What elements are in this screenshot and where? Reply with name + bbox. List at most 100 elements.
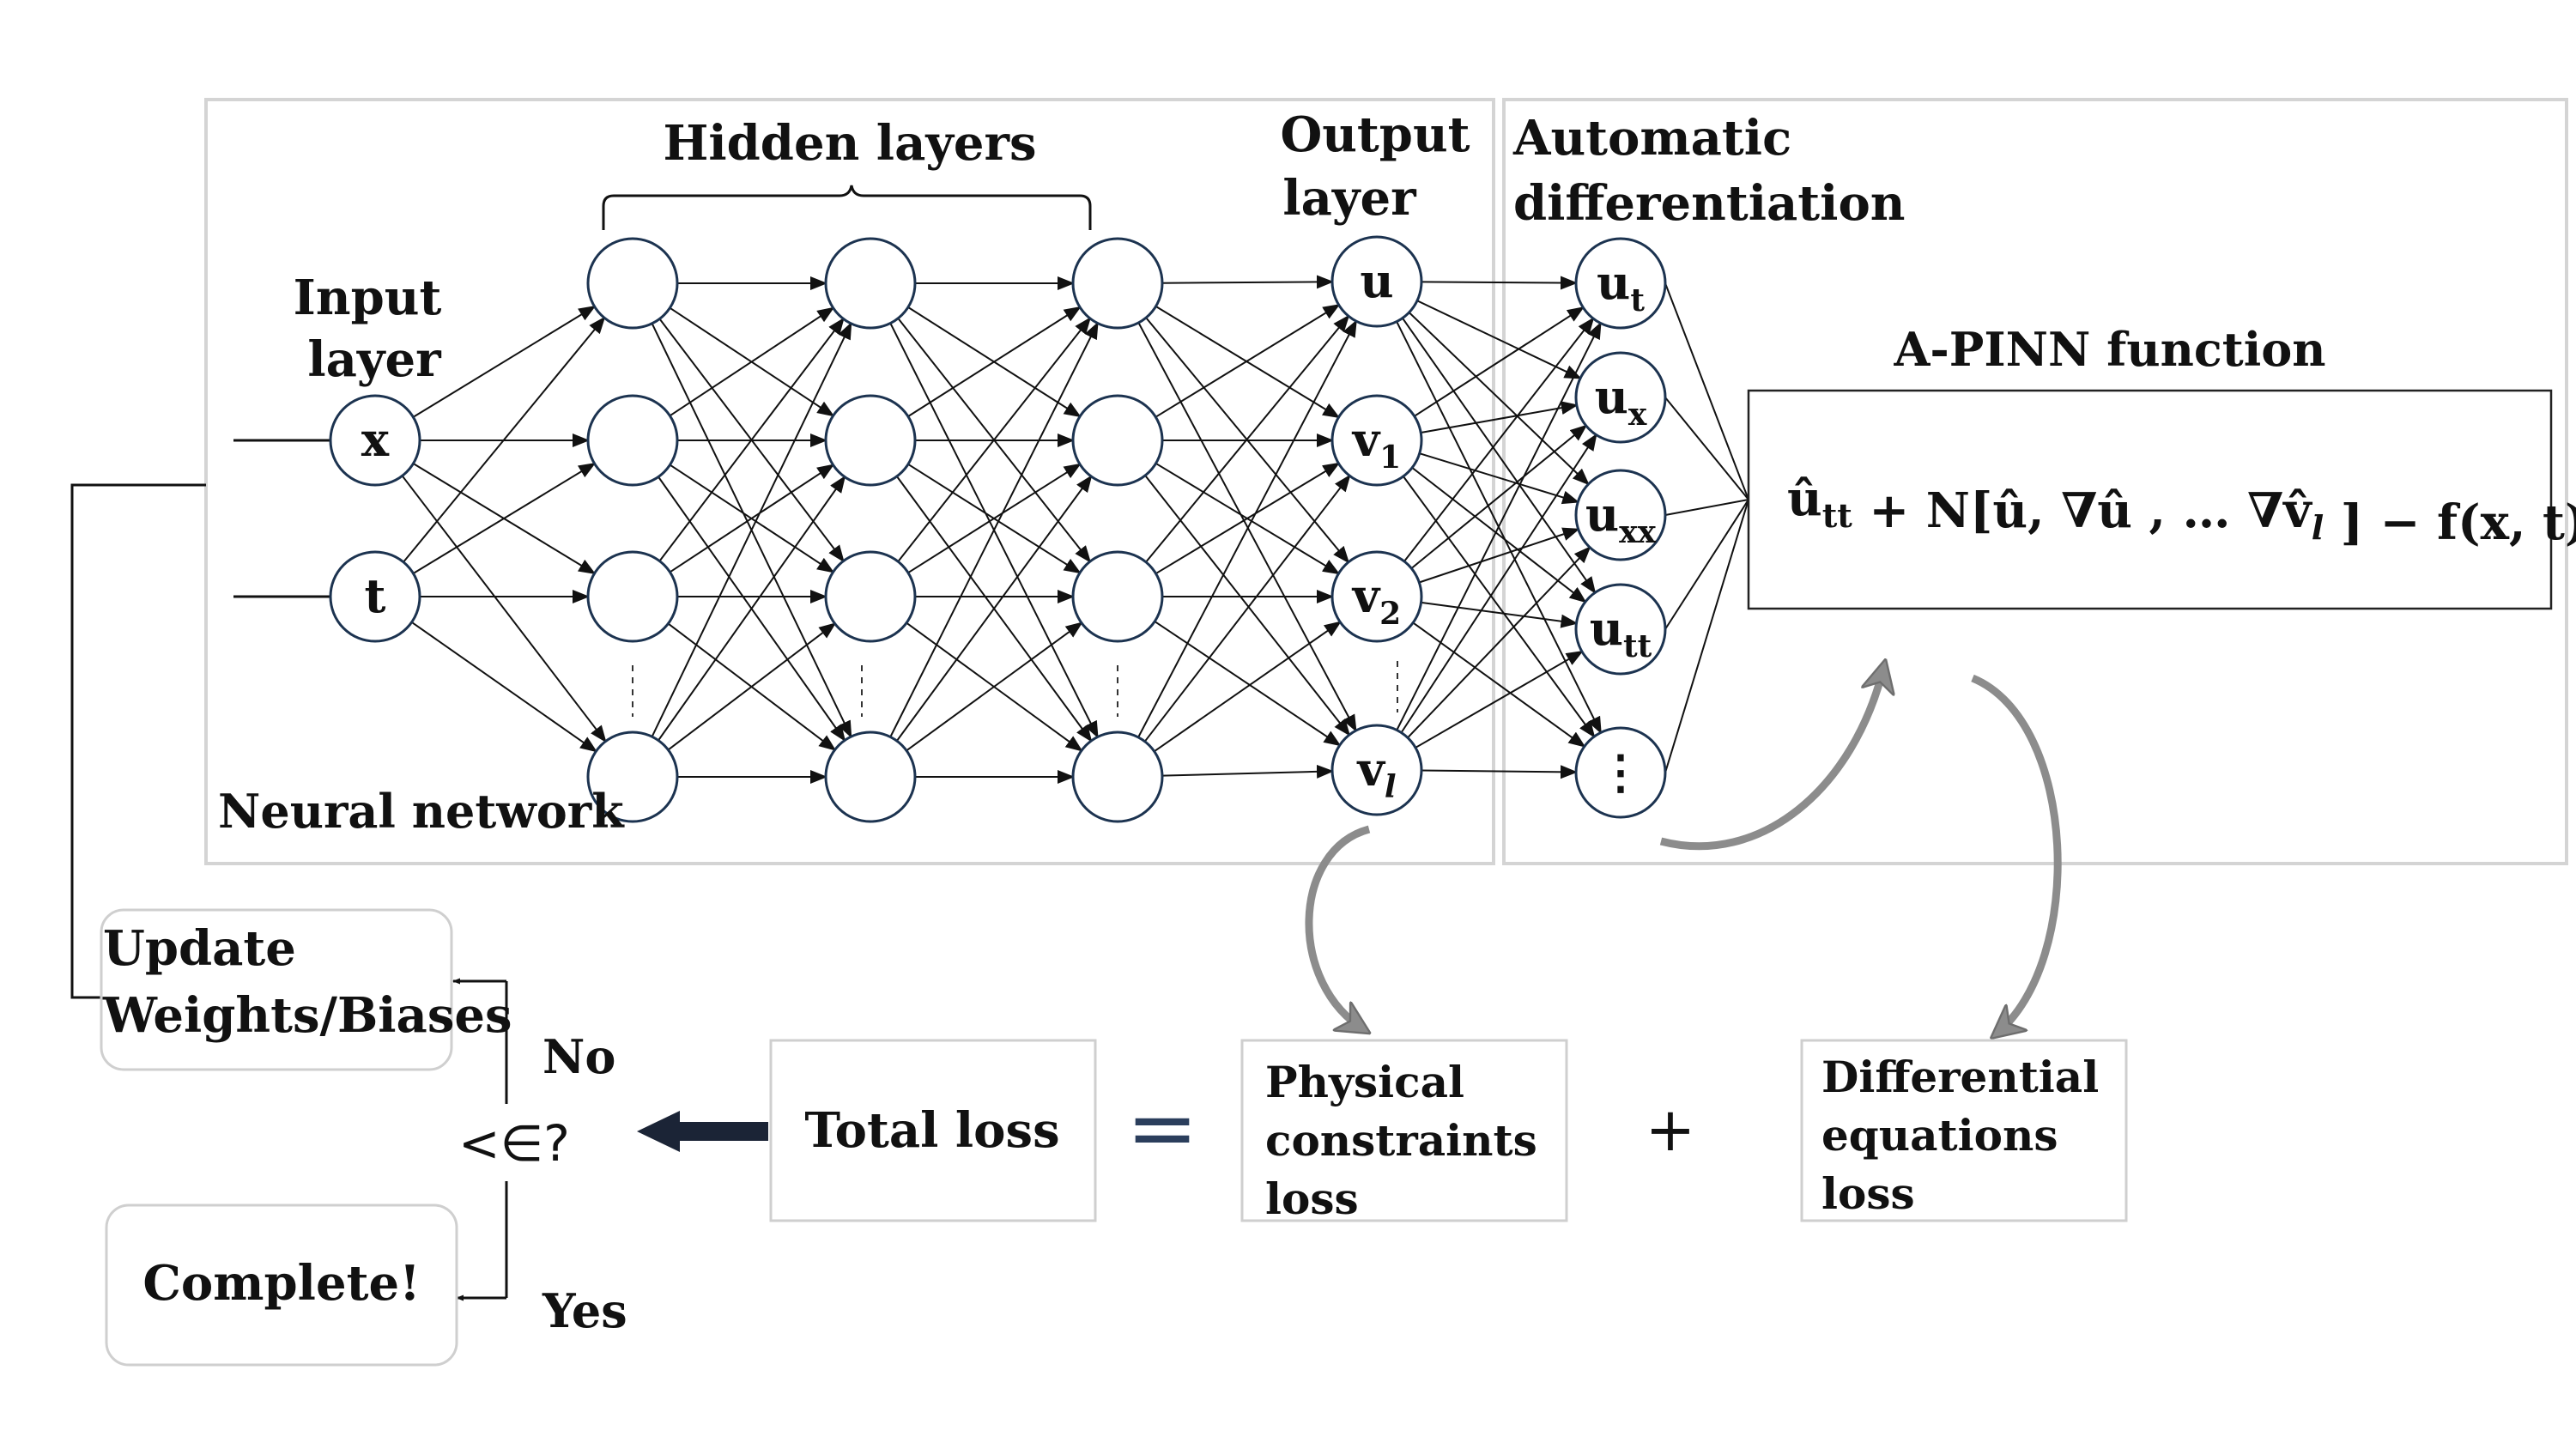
de-loss-label-line1: Differential (1821, 1052, 2099, 1102)
apinn-function-box (1747, 389, 2553, 610)
h3-output-edge-3-1 (1143, 474, 1351, 743)
curved-arrow-to-de-loss (1971, 674, 2062, 1034)
input-h1-edge-0-3 (401, 475, 607, 743)
output-deriv-edge-1-2 (1419, 452, 1580, 505)
output-deriv-edge-3-2 (1407, 546, 1591, 739)
equals-sign: = (1126, 1077, 1198, 1178)
output-deriv-edge-1-4 (1402, 476, 1596, 738)
input-node-1 (329, 550, 421, 643)
h3-output-edge-1-3 (1144, 475, 1351, 737)
output-node-2 (1330, 550, 1423, 643)
differential-equations-loss-box (1800, 1039, 2128, 1222)
h1-h2-edge-3-2 (667, 622, 837, 751)
output-deriv-edge-2-3 (1421, 601, 1579, 628)
output-deriv-edge-1-0 (1414, 306, 1585, 417)
h3-output-edge-0-3 (1137, 322, 1357, 732)
layer-ellipsis-marks (632, 661, 1398, 717)
h2-h3-edge-3-2 (906, 621, 1083, 752)
output-deriv-edge-1-1 (1421, 401, 1579, 433)
output-deriv-edge-2-1 (1410, 424, 1588, 569)
output-deriv-edge-0-2 (1408, 312, 1590, 486)
derivative-label-0: ut (1597, 255, 1645, 318)
output-node-0 (1330, 235, 1423, 328)
neural-network-label: Neural network (218, 784, 625, 839)
output-deriv-edge-3-1 (1400, 433, 1597, 734)
plus-sign: + (1646, 1094, 1696, 1165)
apinn-formula: ûtt + N[û, ∇û , … ∇v̂l ] − f(x, t) (1787, 470, 2576, 551)
h2-h3-edge-3-0 (889, 321, 1099, 737)
output-deriv-edge-3-3 (1415, 651, 1584, 749)
h3-output-edge-3-0 (1137, 319, 1357, 738)
output-layer-label-line1: Output (1280, 106, 1470, 163)
automatic-differentiation-label-line2: differentiation (1513, 175, 1906, 232)
deriv-apinn-edge-3 (1664, 499, 1749, 630)
hidden-layers-brace (602, 185, 1092, 230)
hidden2-node-0 (824, 237, 917, 330)
curved-arrow-to-apinn (1659, 665, 1884, 851)
complete-label: Complete! (142, 1255, 420, 1312)
derivative-label-1: ux (1595, 369, 1647, 433)
de-loss-label-line2: equations (1821, 1110, 2058, 1161)
input-h1-edge-1-0 (403, 316, 606, 563)
h2-h3-edge-1-0 (907, 306, 1082, 417)
deriv-apinn-edge-1 (1664, 397, 1749, 500)
derivative-node-4 (1574, 726, 1667, 819)
output-deriv-edge-3-0 (1396, 321, 1602, 731)
output-deriv-edge-0-1 (1416, 300, 1582, 379)
deriv-apinn-edge-0 (1664, 282, 1749, 500)
hidden3-node-3 (1071, 731, 1164, 823)
curved-arrow-to-physical-loss (1305, 825, 1369, 1030)
update-weights-label-line1: Update (103, 920, 296, 977)
hidden1-node-3 (586, 731, 679, 823)
output-deriv-edge-2-2 (1418, 527, 1580, 584)
no-label: No (542, 1029, 615, 1084)
input-label-0: x (361, 412, 390, 467)
h2-h3-edge-2-0 (897, 317, 1092, 562)
input-layer-label-line1: Input (294, 270, 442, 326)
total-loss-box (769, 1039, 1097, 1222)
h2-h3-edge-3-1 (895, 475, 1093, 742)
output-label-2: v2 (1352, 568, 1401, 632)
thick-arrow-head (637, 1111, 680, 1152)
h1-h2-edge-2-0 (658, 317, 845, 562)
output-label-0: u (1360, 253, 1393, 308)
input-label-1: t (365, 568, 386, 623)
h1-h2-edge-1-0 (669, 306, 835, 417)
update-weights-label-line2: Weights/Biases (102, 987, 512, 1044)
derivative-label-3: utt (1590, 601, 1652, 664)
physical-loss-label-line1: Physical (1265, 1057, 1464, 1107)
derivative-node-2 (1574, 469, 1667, 561)
complete-box (105, 1203, 458, 1367)
total-loss-label: Total loss (804, 1102, 1059, 1159)
derivative-node-0 (1574, 237, 1667, 330)
physical-loss-label-line2: constraints (1265, 1115, 1537, 1166)
derivative-label-4: ⋮ (1597, 744, 1644, 799)
h1-h2-edge-2-1 (669, 464, 835, 573)
h3-output-edge-1-0 (1155, 304, 1341, 418)
h3-output-edge-2-1 (1155, 462, 1341, 575)
output-deriv-edge-1-3 (1411, 467, 1587, 603)
output-node-3 (1330, 724, 1423, 816)
output-layer-label-line2: layer (1282, 170, 1417, 227)
input-h1-edge-1-1 (412, 462, 597, 574)
h3-output-edge-3-2 (1154, 621, 1342, 753)
input-h1-edge-1-3 (411, 621, 598, 753)
hidden3-node-1 (1071, 394, 1164, 487)
h3-output-edge-3-3 (1161, 764, 1334, 779)
output-deriv-edge-0-3 (1402, 318, 1597, 595)
hidden2-node-2 (824, 550, 917, 643)
physical-loss-label-line3: loss (1265, 1173, 1359, 1224)
input-node-0 (329, 394, 421, 487)
output-node-1 (1330, 394, 1423, 487)
input-h1-edge-0-0 (412, 306, 597, 418)
deriv-apinn-edge-4 (1664, 499, 1749, 773)
h1-h2-edge-3-1 (658, 475, 846, 742)
convergence-condition: <∈? (458, 1114, 570, 1173)
de-loss-label-line3: loss (1821, 1168, 1915, 1219)
network-edges (401, 275, 1749, 784)
automatic-differentiation-label-line1: Automatic (1512, 110, 1791, 167)
h3-output-edge-2-3 (1154, 621, 1342, 747)
hidden1-node-1 (586, 394, 679, 487)
hidden1-node-2 (586, 550, 679, 643)
